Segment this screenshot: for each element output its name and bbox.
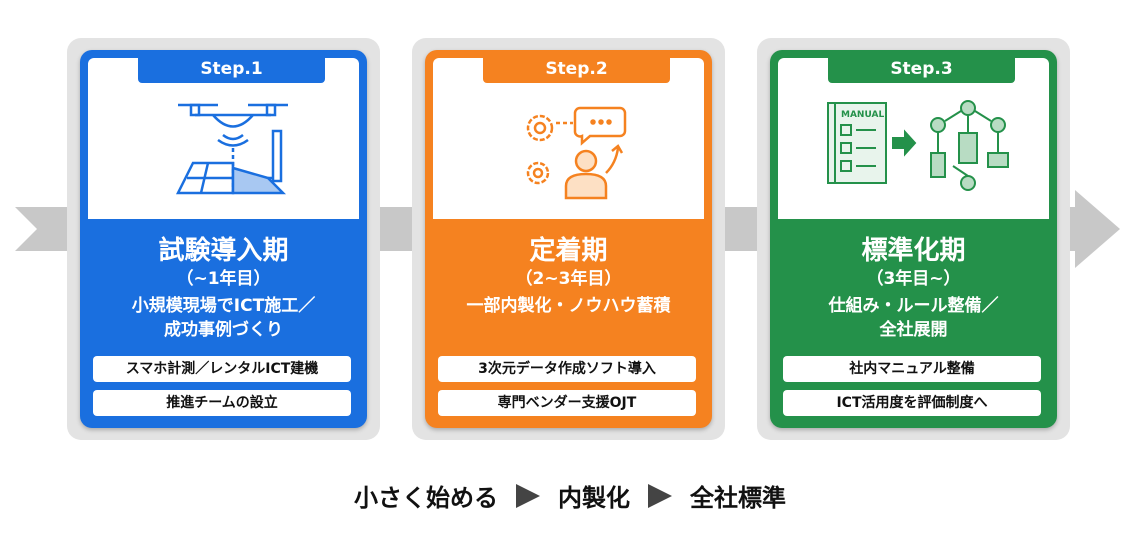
manual-label: MANUAL [841,110,884,120]
manual-to-network-icon: MANUAL [827,100,1009,191]
summary-stage-1: 小さく始める [354,484,498,512]
step-1-card: Step.1 試験導入期 （~1年目） 小規模現場でICT施工／成功事例づくり … [80,50,367,428]
step-2-period: （2~3年目） [515,269,622,289]
step-1-description: 小規模現場でICT施工／ 成功事例づくり [80,294,367,342]
step-3-title: 標準化期 [861,236,966,266]
step-1-period: （~1年目） [176,269,271,289]
step-1-label: Step.1 [138,58,325,83]
step-3-card: Step.3 MANUAL 標準化期 （3年目~） 仕組み・ルール整備／ 全社展開… [770,50,1057,428]
step-2-illustration-area: Step.2 [433,58,704,219]
timeline-arrow-head [1075,190,1120,268]
step-2-card: Step.2 定着期 （2~3年目） 一部内製化・ノウハウ蓄積 3次元データ作成… [425,50,712,428]
desc-line: 小規模現場でICT施工／ [131,296,316,316]
step-3-panel: Step.3 MANUAL 標準化期 （3年目~） 仕組み・ルール整備／ 全社展開… [757,38,1070,440]
step-2-item: 3次元データ作成ソフト導入 [438,356,696,382]
timeline-arrow-tail [15,207,37,251]
step-3-description: 仕組み・ルール整備／ 全社展開 [770,294,1057,342]
step-1-item: スマホ計測／レンタルICT建機 [93,356,351,382]
step-1-item: 推進チームの設立 [93,390,351,416]
step-3-label: Step.3 [828,58,1015,83]
desc-line: 成功事例づくり [164,320,283,340]
step-2-panel: Step.2 定着期 （2~3年目） 一部内製化・ノウハウ蓄積 3次元データ作成… [412,38,725,440]
step-3-period: （3年目~） [866,269,961,289]
step-1-title: 試験導入期 [158,236,289,266]
desc-line: 全社展開 [879,320,948,340]
step-2-title: 定着期 [529,236,608,266]
step-3-item: 社内マニュアル整備 [783,356,1041,382]
step-3-item: ICT活用度を評価制度へ [783,390,1041,416]
summary-flow: 小さく始める 内製化 全社標準 [0,478,1140,513]
drone-survey-icon [175,103,288,195]
gears-person-growth-icon [526,106,627,200]
play-arrow-icon [648,484,672,508]
step-1-panel: Step.1 試験導入期 （~1年目） 小規模現場でICT施工／成功事例づくり … [67,38,380,440]
summary-stage-3: 全社標準 [690,484,786,512]
step-3-illustration-area: Step.3 MANUAL [778,58,1049,219]
summary-stage-2: 内製化 [558,484,630,512]
desc-line: 仕組み・ルール整備／ [828,296,999,316]
step-2-label: Step.2 [483,58,670,83]
step-2-description: 一部内製化・ノウハウ蓄積 [425,294,712,318]
play-arrow-icon [516,484,540,508]
step-1-illustration-area: Step.1 [88,58,359,219]
desc-line: 一部内製化・ノウハウ蓄積 [466,296,671,316]
step-2-item: 専門ベンダー支援OJT [438,390,696,416]
